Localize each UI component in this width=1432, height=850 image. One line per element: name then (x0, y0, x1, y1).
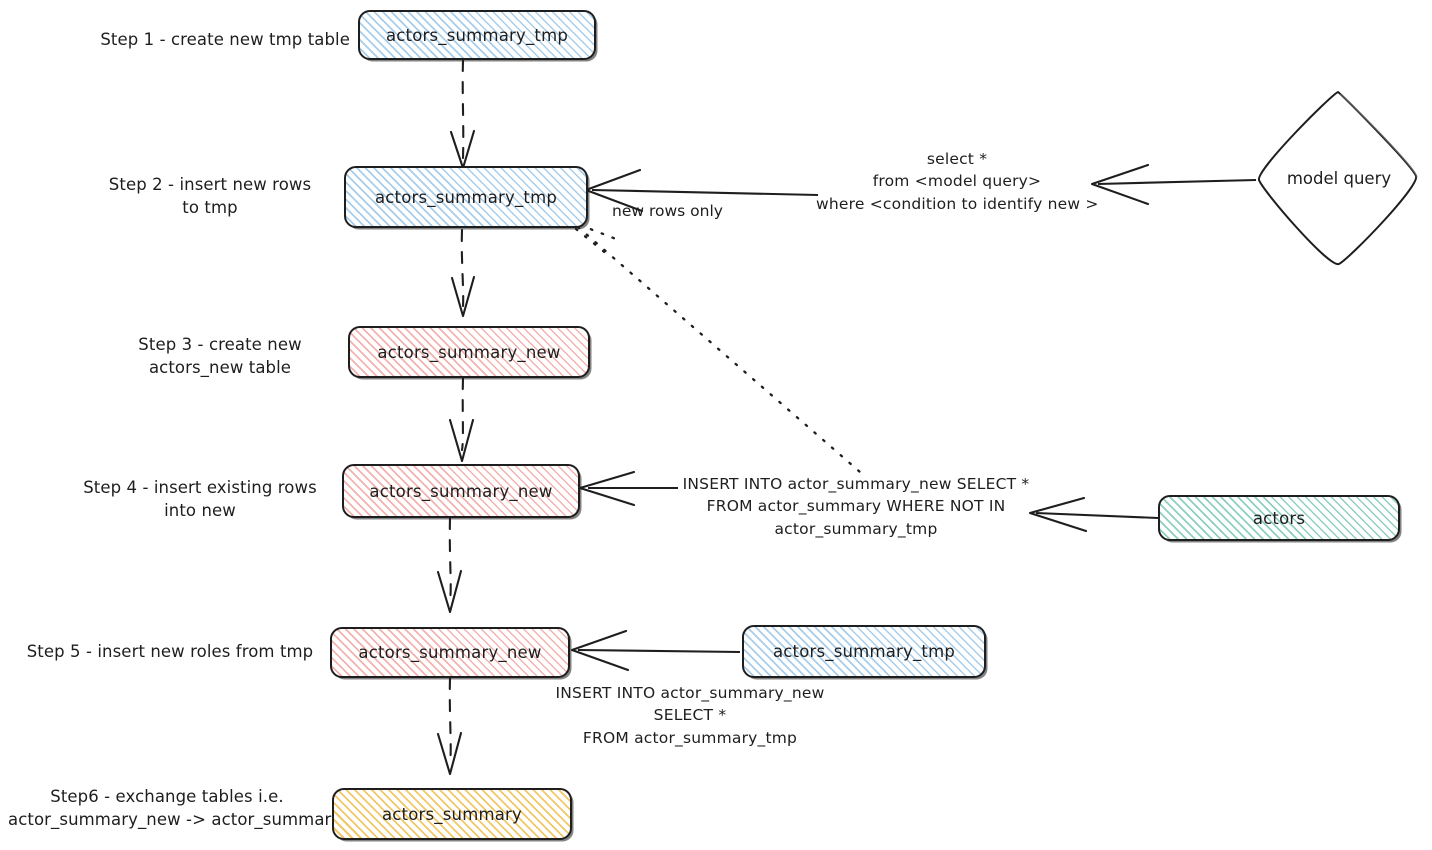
edge-step1-to-step2 (449, 58, 476, 170)
edge-modelquery-to-sql (1090, 163, 1257, 206)
node-actors-summary-new-step5[interactable]: actors_summary_new (330, 627, 570, 678)
node-model-query-diamond[interactable]: model query (1258, 90, 1420, 266)
node-actors-summary-tmp-right[interactable]: actors_summary_tmp (742, 625, 986, 678)
node-actors-summary-new-step3[interactable]: actors_summary_new (348, 326, 590, 378)
edge-sql-to-step4 (578, 470, 678, 507)
node-label: actors_summary_tmp (374, 187, 558, 207)
step3-caption: Step 3 - create new actors_new table (138, 335, 302, 377)
edge-tmp-to-step5 (570, 629, 741, 672)
step5-caption: Step 5 - insert new roles from tmp (26, 642, 314, 661)
node-actors-summary-tmp-step1[interactable]: actors_summary_tmp (358, 10, 596, 60)
node-label: actors_summary (381, 804, 523, 824)
edge-step4-to-step5 (436, 516, 463, 614)
node-label: actors_summary_new (358, 643, 542, 662)
edge-label-new-rows-only: new rows only (612, 202, 723, 220)
edge-label-model-query-sql: select * from <model query> where <condi… (816, 150, 1099, 213)
edge-step5-to-step6 (436, 676, 463, 776)
edge-actors-to-sql (1028, 496, 1159, 533)
node-actors-summary-tmp-step2[interactable]: actors_summary_tmp (344, 166, 588, 228)
node-label: model query (1286, 168, 1392, 188)
node-label: actors (1252, 508, 1306, 528)
node-actors-summary-new-step4[interactable]: actors_summary_new (342, 464, 580, 518)
node-actors-source[interactable]: actors (1158, 495, 1400, 541)
node-label: actors_summary_tmp (772, 642, 956, 661)
edge-label-insert-existing-sql: INSERT INTO actor_summary_new SELECT * F… (682, 475, 1030, 538)
edge-step2-dotted-to-step4-sql (574, 223, 862, 474)
node-actors-summary-step6[interactable]: actors_summary (332, 788, 572, 840)
step1-caption: Step 1 - create new tmp table (100, 30, 350, 49)
edge-step3-to-step4 (448, 376, 475, 463)
node-label: actors_summary_tmp (385, 25, 569, 45)
step2-caption: Step 2 - insert new rows to tmp (108, 175, 312, 217)
node-label: actors_summary_new (377, 342, 561, 362)
step6-caption: Step6 - exchange tables i.e. actor_summa… (8, 787, 342, 829)
edge-step2-to-step3 (450, 228, 476, 318)
edge-label-insert-new-roles-sql: INSERT INTO actor_summary_new SELECT * F… (555, 684, 825, 747)
step4-caption: Step 4 - insert existing rows into new (83, 478, 317, 520)
node-label: actors_summary_new (369, 481, 553, 501)
